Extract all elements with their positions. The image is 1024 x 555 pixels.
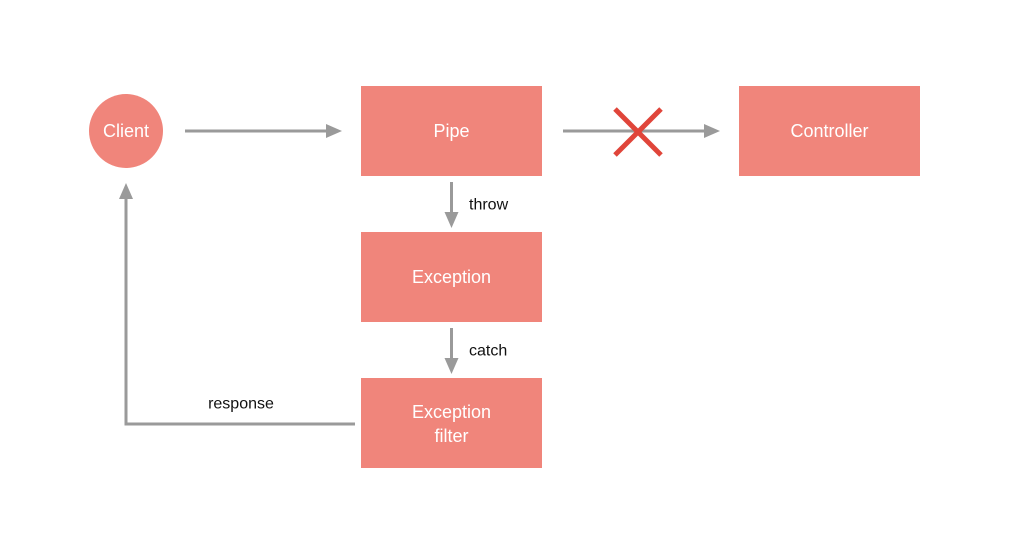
node-exception-shape: [361, 232, 542, 322]
edge-client-to-pipe: [185, 124, 342, 138]
edge-response: response: [119, 183, 355, 426]
node-client-shape: [89, 94, 163, 168]
node-controller-shape: [739, 86, 920, 176]
node-exception-filter-label-line1: Exception: [412, 402, 491, 422]
node-exception-filter: Exception filter: [361, 378, 542, 468]
edge-throw-label: throw: [469, 197, 509, 214]
edge-throw: throw: [444, 182, 509, 228]
node-exception-label: Exception: [412, 267, 491, 287]
node-exception: Exception: [361, 232, 542, 322]
edge-response-label: response: [208, 396, 274, 413]
edge-pipe-to-controller: [563, 107, 720, 157]
arrowhead-icon: [704, 124, 720, 138]
node-controller: Controller: [739, 86, 920, 176]
node-controller-label: Controller: [790, 121, 868, 141]
node-exception-filter-label-line2: filter: [434, 426, 468, 446]
node-pipe-label: Pipe: [433, 121, 469, 141]
node-pipe: Pipe: [361, 86, 542, 176]
node-client-label: Client: [103, 121, 149, 141]
node-exception-filter-shape: [361, 378, 542, 468]
node-client: Client: [89, 94, 163, 168]
arrowhead-icon: [326, 124, 342, 138]
cross-icon: [613, 107, 663, 157]
arrowhead-icon: [444, 358, 459, 374]
node-pipe-shape: [361, 86, 542, 176]
edge-response-line: [124, 198, 355, 426]
edge-catch: catch: [444, 328, 507, 374]
edge-catch-label: catch: [469, 343, 507, 360]
arrowhead-icon: [119, 183, 133, 199]
arrowhead-icon: [444, 212, 459, 228]
